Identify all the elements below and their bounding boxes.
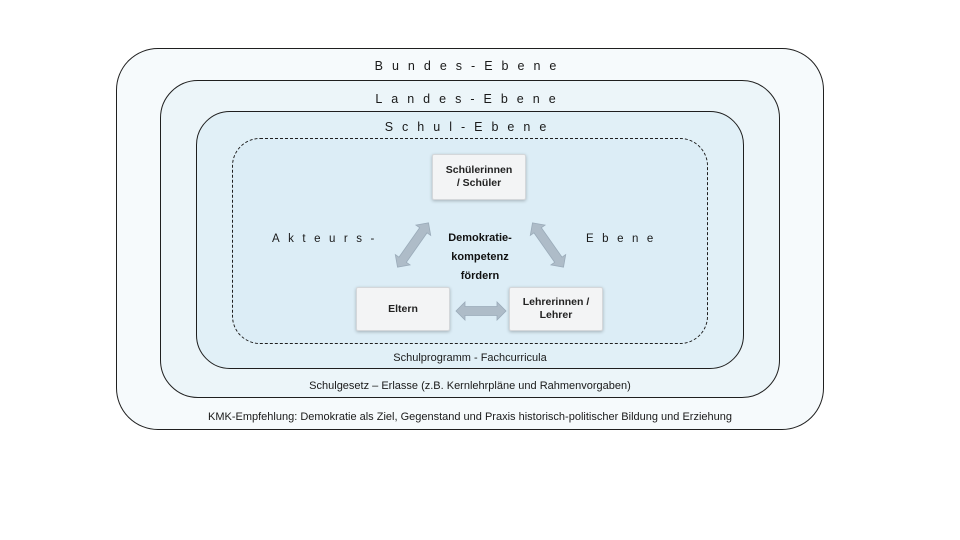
double-arrow-right-icon	[529, 222, 567, 268]
state-level-title: Landes-Ebene	[375, 92, 565, 106]
parents-box: Eltern	[356, 287, 450, 331]
actor-level-title-left: Akteurs-	[272, 233, 383, 245]
school-level-title: Schul-Ebene	[384, 120, 556, 134]
students-box: Schülerinnen / Schüler	[432, 154, 526, 200]
teachers-box: Lehrerinnen / Lehrer	[509, 287, 603, 331]
actor-level-title-right: Ebene	[586, 233, 662, 245]
federal-level-title: Bundes-Ebene	[374, 59, 566, 73]
double-arrow-left-icon	[394, 222, 432, 268]
double-arrow-bottom-icon	[455, 301, 507, 321]
school-level-note: Schulprogramm - Fachcurricula	[393, 352, 547, 364]
federal-level-note: KMK-Empfehlung: Demokratie als Ziel, Geg…	[208, 411, 732, 423]
state-level-note: Schulgesetz – Erlasse (z.B. Kernlehrplän…	[309, 380, 631, 392]
center-goal-text: Demokratie- kompetenz fördern	[448, 232, 512, 282]
